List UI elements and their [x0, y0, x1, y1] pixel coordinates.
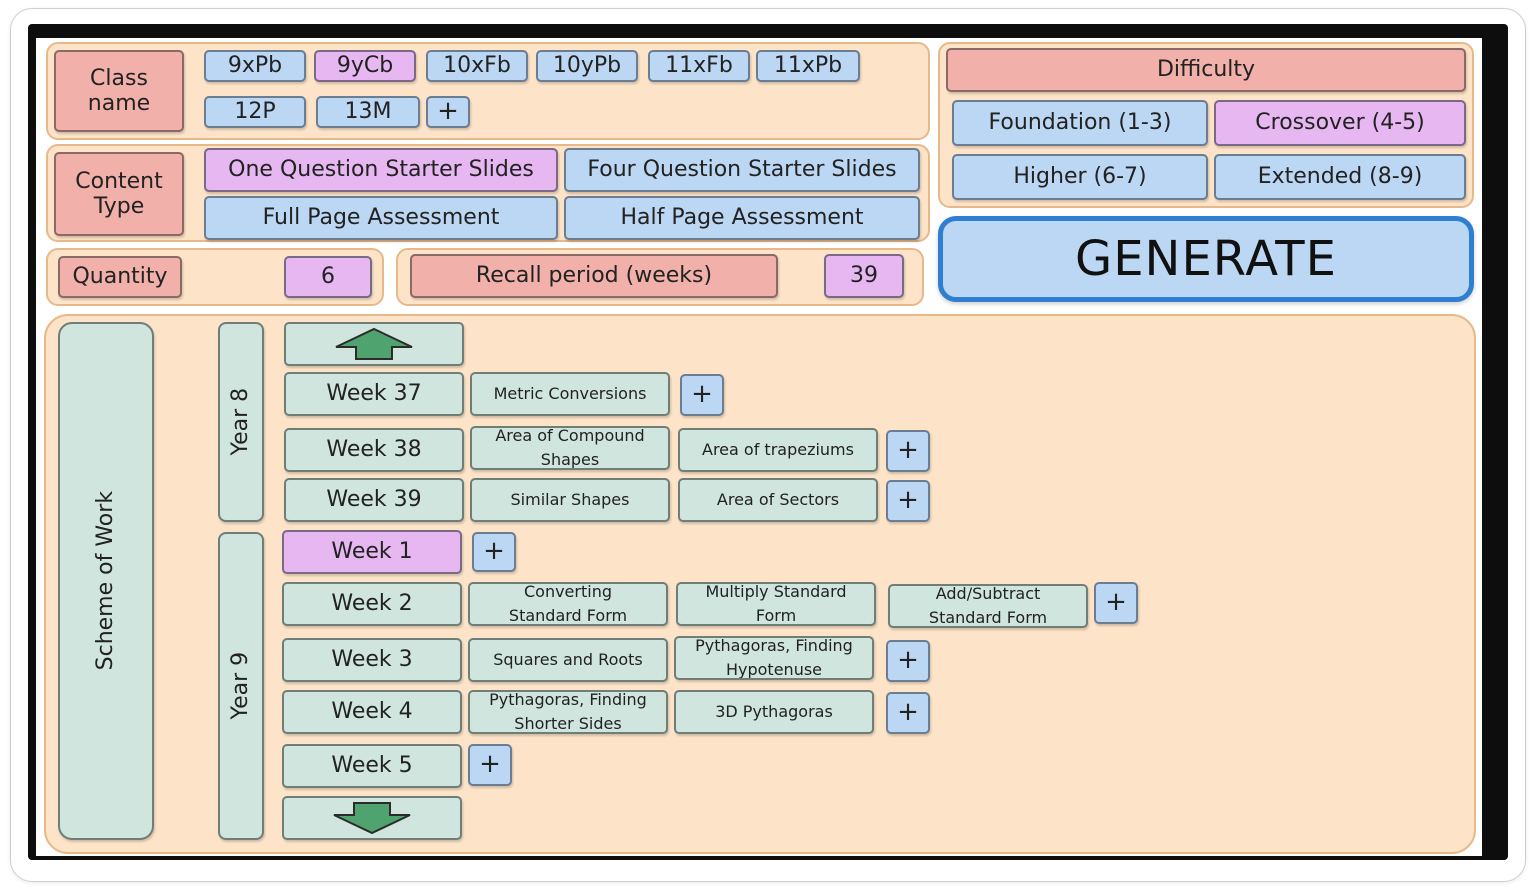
- content-type-label: Content Type: [54, 152, 184, 236]
- class-panel: Class name 9xPb 9yCb 10xFb 10yPb 11xFb 1…: [46, 42, 930, 140]
- arrow-up-icon: [335, 327, 413, 360]
- add-topic-week-2-button[interactable]: +: [1094, 582, 1138, 624]
- scheme-of-work-text: Scheme of Work: [93, 491, 119, 671]
- add-topic-week-3-button[interactable]: +: [886, 640, 930, 682]
- scheme-of-work-panel: Scheme of Work Year 8 Year 9 Week 37 Met…: [44, 314, 1476, 854]
- add-topic-week-5-button[interactable]: +: [468, 744, 512, 786]
- class-button-10yPb[interactable]: 10yPb: [536, 50, 638, 82]
- add-topic-week-38-button[interactable]: +: [886, 430, 930, 472]
- scheme-of-work-label: Scheme of Work: [58, 322, 154, 840]
- difficulty-foundation[interactable]: Foundation (1-3): [952, 100, 1208, 146]
- content-type-panel: Content Type One Question Starter Slides…: [46, 144, 930, 242]
- topic-metric-conversions[interactable]: Metric Conversions: [470, 372, 670, 416]
- arrow-down-icon: [333, 802, 411, 835]
- class-button-12P[interactable]: 12P: [204, 96, 306, 128]
- difficulty-extended[interactable]: Extended (8-9): [1214, 154, 1466, 200]
- topic-pythagoras-finding-hypotenuse[interactable]: Pythagoras, Finding Hypotenuse: [674, 636, 874, 680]
- week-1-button[interactable]: Week 1: [282, 530, 462, 574]
- quantity-label: Quantity: [58, 256, 182, 298]
- topic-pythagoras-finding-shorter-sides[interactable]: Pythagoras, Finding Shorter Sides: [468, 690, 668, 734]
- scroll-down-button[interactable]: [282, 796, 462, 840]
- class-button-11xPb[interactable]: 11xPb: [756, 50, 860, 82]
- app-canvas: Class name 9xPb 9yCb 10xFb 10yPb 11xFb 1…: [36, 38, 1482, 856]
- option-one-question-starter-slides[interactable]: One Question Starter Slides: [204, 148, 558, 192]
- scroll-up-button[interactable]: [284, 322, 464, 366]
- week-39-button[interactable]: Week 39: [284, 478, 464, 522]
- topic-add-subtract-standard-form[interactable]: Add/Subtract Standard Form: [888, 584, 1088, 628]
- topic-area-of-compound-shapes[interactable]: Area of Compound Shapes: [470, 426, 670, 470]
- year-9-text: Year 9: [228, 652, 254, 720]
- option-four-question-starter-slides[interactable]: Four Question Starter Slides: [564, 148, 920, 192]
- topic-multiply-standard-form[interactable]: Multiply Standard Form: [676, 582, 876, 626]
- quantity-value[interactable]: 6: [284, 256, 372, 298]
- week-2-button[interactable]: Week 2: [282, 582, 462, 626]
- class-name-label: Class name: [54, 50, 184, 132]
- topic-squares-and-roots[interactable]: Squares and Roots: [468, 638, 668, 682]
- year-9-label: Year 9: [218, 532, 264, 840]
- add-topic-week-1-button[interactable]: +: [472, 532, 516, 572]
- recall-period-value[interactable]: 39: [824, 254, 904, 298]
- class-button-13M[interactable]: 13M: [316, 96, 420, 128]
- class-button-10xFb[interactable]: 10xFb: [426, 50, 528, 82]
- year-8-text: Year 8: [228, 388, 254, 456]
- quantity-panel: Quantity 6: [46, 248, 384, 306]
- topic-converting-standard-form[interactable]: Converting Standard Form: [468, 582, 668, 626]
- class-button-9yCb[interactable]: 9yCb: [314, 50, 416, 82]
- add-topic-week-37-button[interactable]: +: [680, 374, 724, 416]
- recall-panel: Recall period (weeks) 39: [396, 248, 924, 306]
- difficulty-panel: Difficulty Foundation (1-3) Crossover (4…: [938, 42, 1474, 208]
- difficulty-label: Difficulty: [946, 48, 1466, 92]
- week-37-button[interactable]: Week 37: [284, 372, 464, 416]
- week-5-button[interactable]: Week 5: [282, 744, 462, 788]
- week-38-button[interactable]: Week 38: [284, 428, 464, 472]
- add-topic-week-39-button[interactable]: +: [886, 480, 930, 522]
- option-full-page-assessment[interactable]: Full Page Assessment: [204, 196, 558, 240]
- year-8-label: Year 8: [218, 322, 264, 522]
- add-class-button[interactable]: +: [426, 96, 470, 128]
- week-3-button[interactable]: Week 3: [282, 638, 462, 682]
- add-topic-week-4-button[interactable]: +: [886, 692, 930, 734]
- recall-period-label: Recall period (weeks): [410, 254, 778, 298]
- option-half-page-assessment[interactable]: Half Page Assessment: [564, 196, 920, 240]
- difficulty-crossover[interactable]: Crossover (4-5): [1214, 100, 1466, 146]
- difficulty-higher[interactable]: Higher (6-7): [952, 154, 1208, 200]
- generate-button[interactable]: GENERATE: [938, 216, 1474, 302]
- class-button-9xPb[interactable]: 9xPb: [204, 50, 306, 82]
- class-button-11xFb[interactable]: 11xFb: [648, 50, 750, 82]
- topic-area-of-sectors[interactable]: Area of Sectors: [678, 478, 878, 522]
- topic-similar-shapes[interactable]: Similar Shapes: [470, 478, 670, 522]
- week-4-button[interactable]: Week 4: [282, 690, 462, 734]
- topic-area-of-trapeziums[interactable]: Area of trapeziums: [678, 428, 878, 472]
- topic-3d-pythagoras[interactable]: 3D Pythagoras: [674, 690, 874, 734]
